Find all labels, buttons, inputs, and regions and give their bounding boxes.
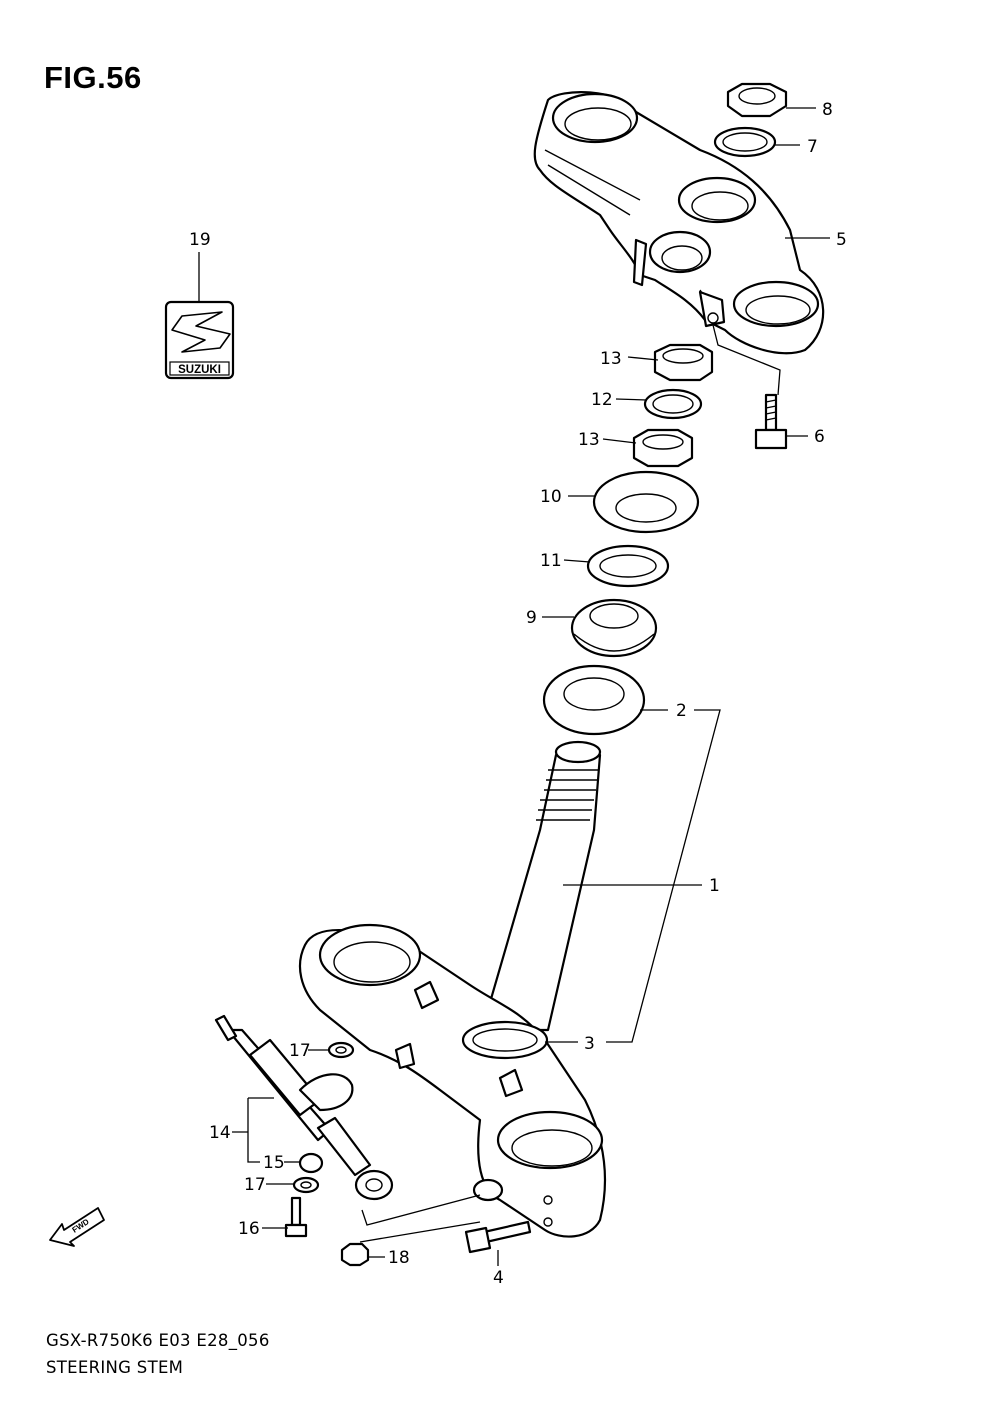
bolt-4 [464, 1220, 532, 1254]
steering-bearing [570, 598, 658, 658]
callout-13-upper: 13 [600, 349, 622, 369]
suzuki-s-logo-icon [171, 311, 231, 353]
callout-17-lower: 17 [244, 1175, 266, 1195]
washer-17-lower [292, 1176, 320, 1194]
steering-stem [480, 740, 602, 1032]
callout-8: 8 [822, 100, 833, 120]
callout-17-upper: 17 [289, 1041, 311, 1061]
callout-13-lower: 13 [578, 430, 600, 450]
suzuki-emblem: SUZUKI [164, 300, 235, 380]
washer [713, 126, 777, 158]
washer-17-upper [327, 1041, 355, 1059]
dust-seal [592, 470, 700, 534]
callout-10: 10 [540, 487, 562, 507]
upper-bracket [533, 91, 825, 355]
lock-nut-lower [632, 428, 694, 468]
callout-6: 6 [814, 427, 825, 447]
lower-bracket [298, 923, 607, 1238]
bearing-washer [586, 544, 670, 588]
figure-title: FIG.56 [44, 60, 142, 95]
callout-15: 15 [263, 1153, 285, 1173]
callout-3: 3 [584, 1034, 595, 1054]
callout-18: 18 [388, 1248, 410, 1268]
bearing-race [542, 664, 646, 736]
lock-washer [643, 388, 703, 420]
callout-2: 2 [676, 701, 687, 721]
steering-damper [214, 1014, 394, 1201]
pinch-bolt [712, 324, 788, 450]
callout-12: 12 [591, 390, 613, 410]
nut-18 [340, 1242, 370, 1267]
top-nut [726, 82, 788, 118]
callout-9: 9 [526, 608, 537, 628]
lock-nut-upper [653, 343, 714, 382]
callout-7: 7 [807, 137, 818, 157]
callout-4: 4 [493, 1268, 504, 1288]
callout-11: 11 [540, 551, 562, 571]
callout-1: 1 [709, 876, 720, 896]
leader-lines [198, 107, 830, 1266]
callout-5: 5 [836, 230, 847, 250]
callout-labels: 1 2 3 4 5 6 7 8 9 10 11 12 13 13 14 15 1… [189, 100, 847, 1288]
emblem-text: SUZUKI [178, 364, 221, 376]
callout-19: 19 [189, 230, 211, 250]
callout-14: 14 [209, 1123, 231, 1143]
bolt-16 [284, 1196, 308, 1238]
model-code: GSX-R750K6 E03 E28_056 [46, 1331, 270, 1350]
diagram-name: STEERING STEM [46, 1358, 184, 1377]
bush-15 [298, 1152, 324, 1174]
callout-16: 16 [238, 1219, 260, 1239]
forward-arrow-icon: FWD [49, 1207, 105, 1247]
